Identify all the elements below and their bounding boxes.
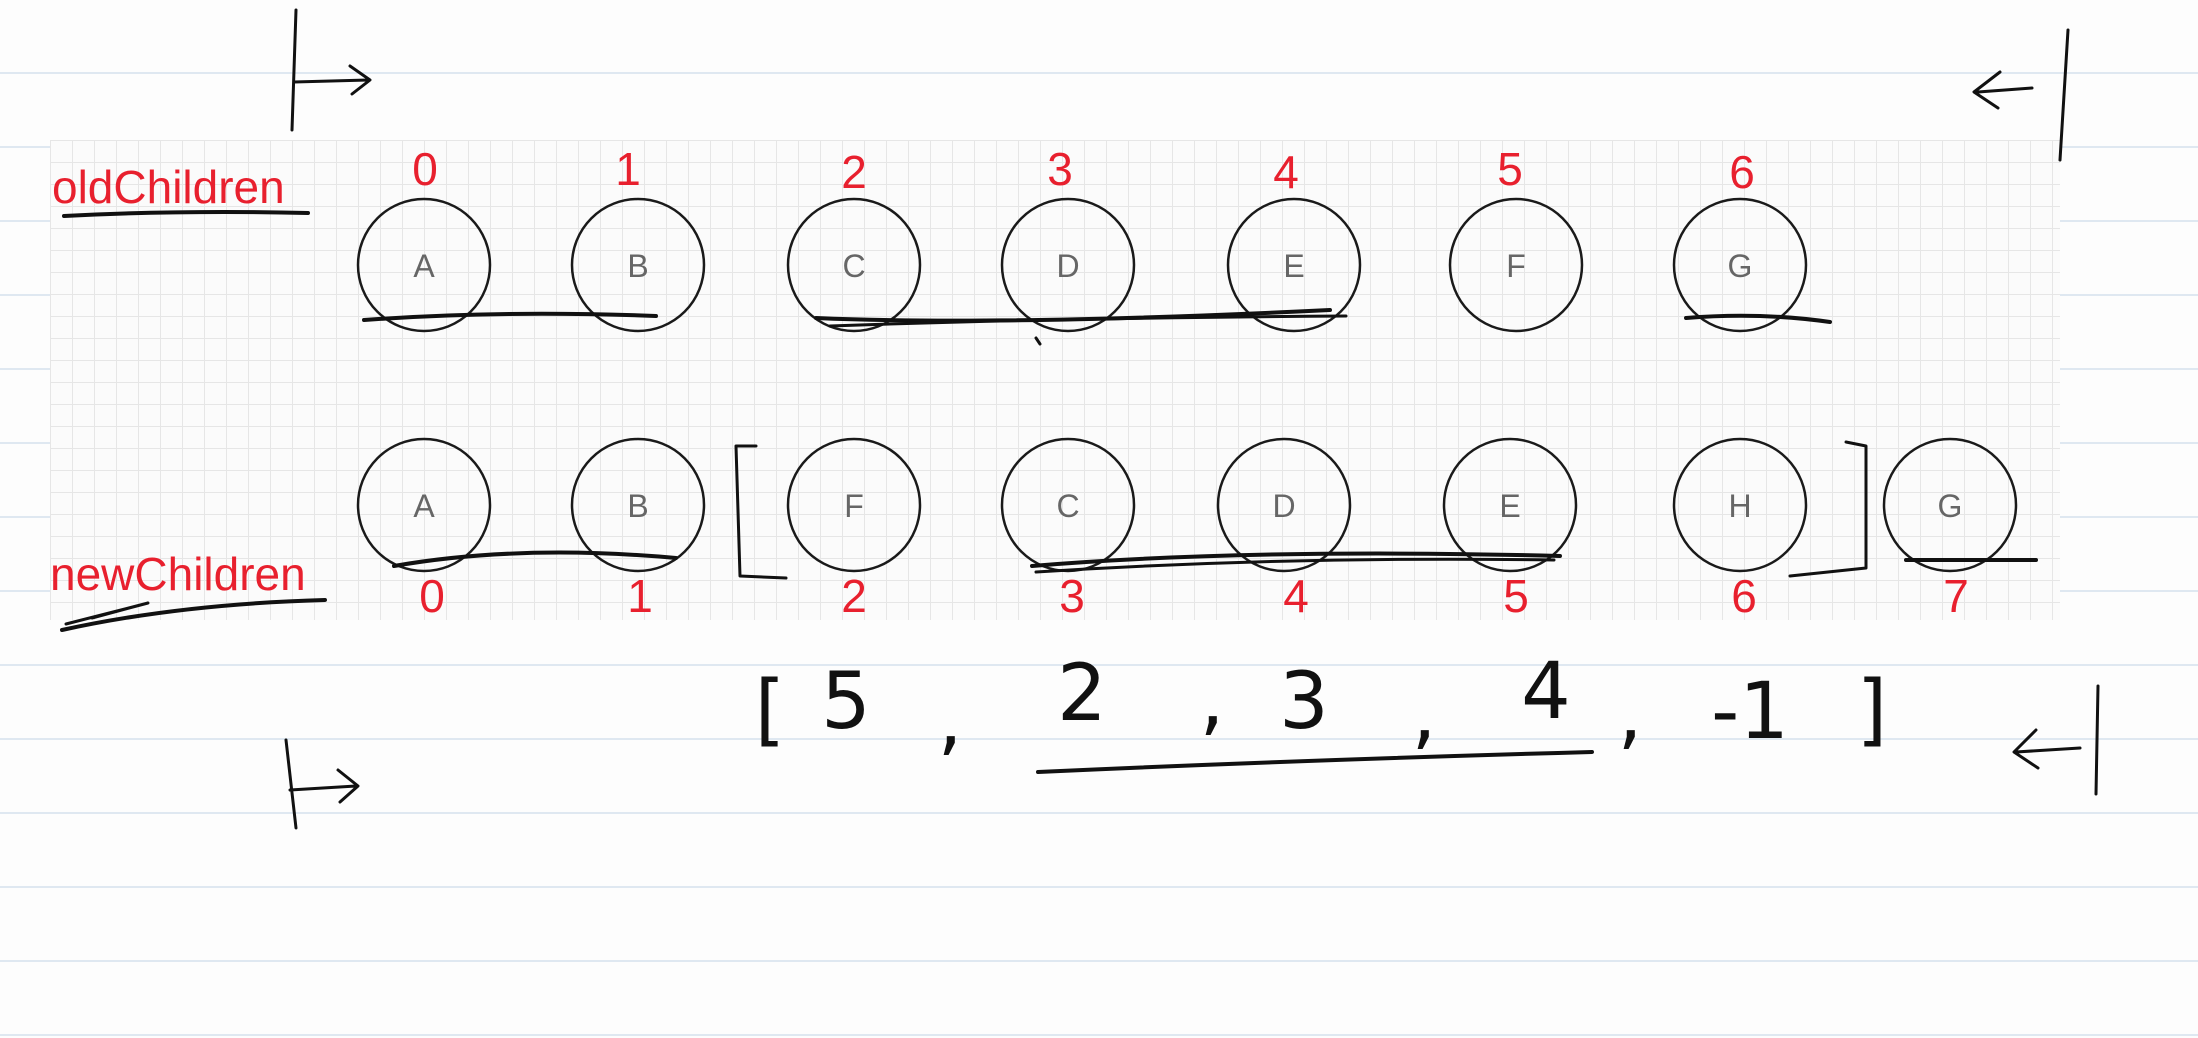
old-node-B: B [627, 248, 648, 284]
old-node-G: G [1728, 248, 1753, 284]
old-children-label: oldChildren [52, 161, 285, 213]
old-label-underline [62, 210, 310, 218]
new-node-H: H [1728, 488, 1751, 524]
new-label-scribble [64, 601, 150, 626]
new-node-B: B [627, 488, 648, 524]
old-underline-g [1684, 313, 1832, 324]
array-comma-3: , [1618, 669, 1643, 759]
bottom-right-pointer-arrow [2012, 728, 2082, 770]
new-close-bracket [1788, 440, 1868, 578]
new-index-0: 0 [419, 570, 445, 622]
array-value-4: -1 [1711, 667, 1789, 757]
old-underline-ab [362, 311, 658, 322]
old-node-A-circle [356, 197, 492, 333]
old-index-6: 6 [1729, 146, 1755, 198]
array-close-bracket: ] [1857, 665, 1887, 755]
old-node-E-circle [1226, 197, 1362, 333]
new-index-3: 3 [1059, 570, 1085, 622]
array-comma-2: , [1412, 669, 1437, 759]
new-underline-ab [392, 550, 678, 568]
new-node-H-circle [1672, 437, 1808, 573]
new-underline-cde-2 [1034, 557, 1556, 574]
old-node-F-circle [1448, 197, 1584, 333]
old-index-0: 0 [412, 143, 438, 195]
array-value-1: 2 [1057, 649, 1107, 739]
new-node-F-circle [786, 437, 922, 573]
grid-background [50, 140, 2060, 620]
old-node-B-circle [570, 197, 706, 333]
old-node-C: C [842, 248, 865, 284]
old-node-D-circle [1000, 197, 1136, 333]
new-index-6: 6 [1731, 570, 1757, 622]
old-node-E: E [1283, 248, 1304, 284]
old-index-3: 3 [1047, 143, 1073, 195]
old-index-4: 4 [1273, 146, 1299, 198]
bottom-left-pointer-bar [284, 738, 298, 830]
new-index-2: 2 [841, 570, 867, 622]
top-left-pointer-arrow [292, 64, 372, 96]
new-label-underline [60, 598, 327, 632]
array-open-bracket: [ [755, 665, 785, 755]
array-comma-1: , [1200, 655, 1225, 745]
bottom-left-pointer-arrow [288, 768, 360, 804]
old-node-G-circle [1672, 197, 1808, 333]
ink-dot [1034, 336, 1042, 346]
old-node-F: F [1506, 248, 1526, 284]
new-index-1: 1 [627, 570, 653, 622]
old-node-C-circle [786, 197, 922, 333]
new-open-bracket [734, 444, 788, 580]
new-index-7: 7 [1943, 570, 1969, 622]
top-right-pointer-arrow [1972, 70, 2034, 110]
new-index-4: 4 [1283, 570, 1309, 622]
array-underline [1036, 750, 1594, 774]
new-node-E: E [1499, 488, 1520, 524]
new-node-C: C [1056, 488, 1079, 524]
new-node-B-circle [570, 437, 706, 573]
old-node-D: D [1056, 248, 1079, 284]
old-underline-cde-2 [828, 314, 1348, 328]
new-node-F: F [844, 488, 864, 524]
array-value-2: 3 [1279, 657, 1329, 747]
array-value-0: 5 [821, 657, 871, 747]
new-node-A: A [413, 488, 435, 524]
top-right-pointer-bar [2058, 28, 2070, 162]
array-value-3: 4 [1521, 647, 1571, 737]
old-index-2: 2 [841, 146, 867, 198]
old-node-A: A [413, 248, 435, 284]
new-node-E-circle [1442, 437, 1578, 573]
bottom-right-pointer-bar [2094, 684, 2100, 796]
top-left-pointer-bar [290, 8, 298, 132]
array-comma-0: , [938, 675, 963, 765]
new-node-G-circle [1882, 437, 2018, 573]
new-index-5: 5 [1503, 570, 1529, 622]
old-index-5: 5 [1497, 143, 1523, 195]
new-node-G: G [1938, 488, 1963, 524]
new-node-A-circle [356, 437, 492, 573]
new-children-label: newChildren [50, 548, 306, 600]
new-underline-cde [1030, 551, 1562, 568]
new-node-D: D [1272, 488, 1295, 524]
new-node-D-circle [1216, 437, 1352, 573]
old-index-1: 1 [615, 143, 641, 195]
